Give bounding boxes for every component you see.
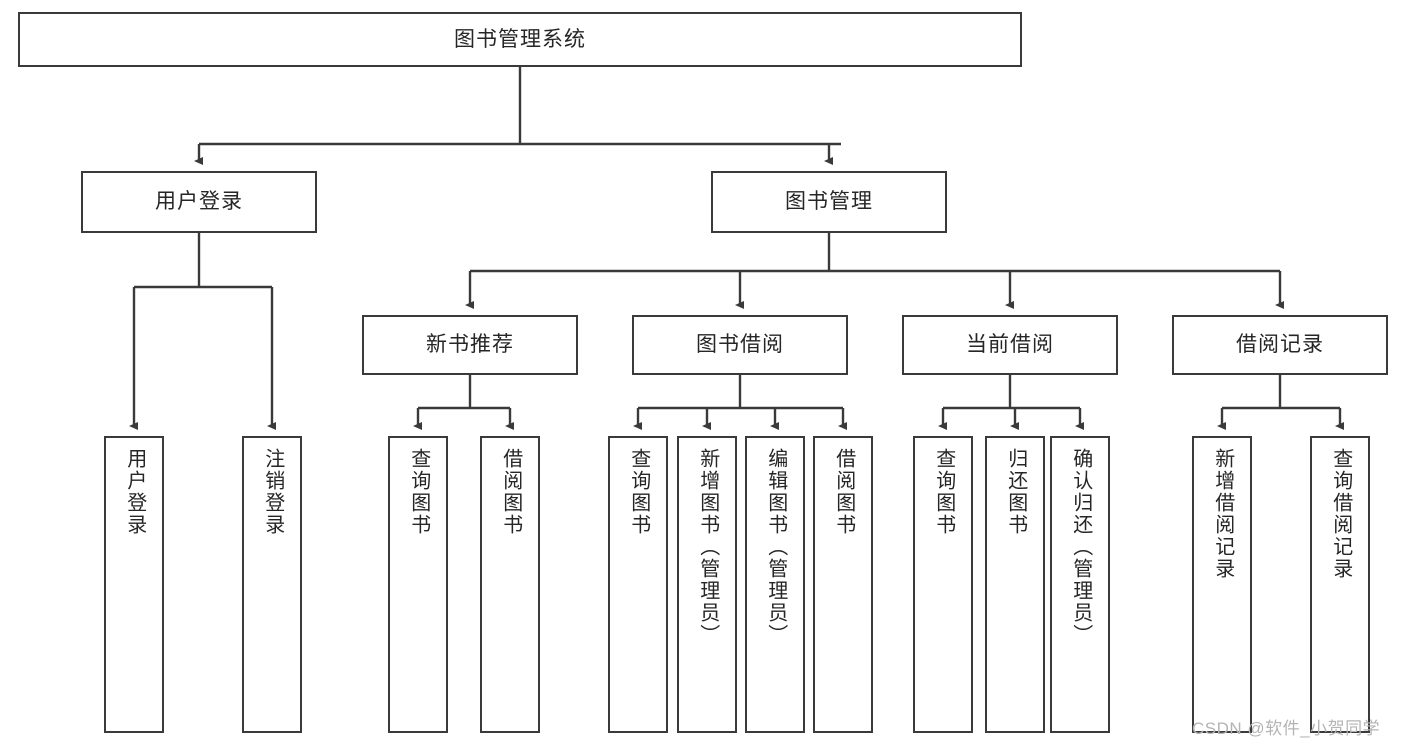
node-book-borrowing[interactable]: 图书借阅 xyxy=(632,315,848,375)
node-label: 编辑图书（管理员） xyxy=(764,448,787,646)
node-label: 新增图书（管理员） xyxy=(696,448,719,646)
node-label: 图书管理 xyxy=(785,190,873,214)
node-label: 新增借阅记录 xyxy=(1211,448,1234,580)
leaf-query-books-recommendation[interactable]: 查询图书 xyxy=(388,436,448,733)
node-user-login[interactable]: 用户登录 xyxy=(81,171,317,233)
node-label: 查询图书 xyxy=(932,448,955,536)
leaf-add-book-admin[interactable]: 新增图书（管理员） xyxy=(677,436,737,733)
node-label: 新书推荐 xyxy=(426,333,514,357)
node-book-management[interactable]: 图书管理 xyxy=(711,171,947,233)
node-label: 借阅图书 xyxy=(832,448,855,536)
node-label: 借阅图书 xyxy=(499,448,522,536)
node-label: 归还图书 xyxy=(1004,448,1027,536)
node-label: 查询图书 xyxy=(407,448,430,536)
node-label: 当前借阅 xyxy=(966,333,1054,357)
node-label: 查询图书 xyxy=(627,448,650,536)
node-label: 用户登录 xyxy=(123,448,146,536)
node-label: 查询借阅记录 xyxy=(1329,448,1352,580)
node-label: 注销登录 xyxy=(261,448,284,536)
leaf-borrow-books-recommendation[interactable]: 借阅图书 xyxy=(480,436,540,733)
watermark: CSDN @软件_小贺同学 xyxy=(1192,719,1381,738)
node-label: 图书借阅 xyxy=(696,333,784,357)
leaf-add-borrow-record[interactable]: 新增借阅记录 xyxy=(1192,436,1252,733)
leaf-query-borrow-record[interactable]: 查询借阅记录 xyxy=(1310,436,1370,733)
leaf-query-books-borrowing[interactable]: 查询图书 xyxy=(608,436,668,733)
leaf-logout[interactable]: 注销登录 xyxy=(242,436,302,733)
node-borrowing-records[interactable]: 借阅记录 xyxy=(1172,315,1388,375)
node-current-borrowing[interactable]: 当前借阅 xyxy=(902,315,1118,375)
node-label: 用户登录 xyxy=(155,190,243,214)
leaf-confirm-return-admin[interactable]: 确认归还（管理员） xyxy=(1050,436,1110,733)
node-root-book-management-system[interactable]: 图书管理系统 xyxy=(18,12,1022,67)
leaf-return-book[interactable]: 归还图书 xyxy=(985,436,1045,733)
leaf-borrow-book[interactable]: 借阅图书 xyxy=(813,436,873,733)
leaf-query-books-current[interactable]: 查询图书 xyxy=(913,436,973,733)
node-label: 图书管理系统 xyxy=(454,27,586,51)
node-label: 确认归还（管理员） xyxy=(1069,448,1092,646)
node-label: 借阅记录 xyxy=(1236,333,1324,357)
node-new-book-recommendation[interactable]: 新书推荐 xyxy=(362,315,578,375)
leaf-user-login[interactable]: 用户登录 xyxy=(104,436,164,733)
leaf-edit-book-admin[interactable]: 编辑图书（管理员） xyxy=(745,436,805,733)
